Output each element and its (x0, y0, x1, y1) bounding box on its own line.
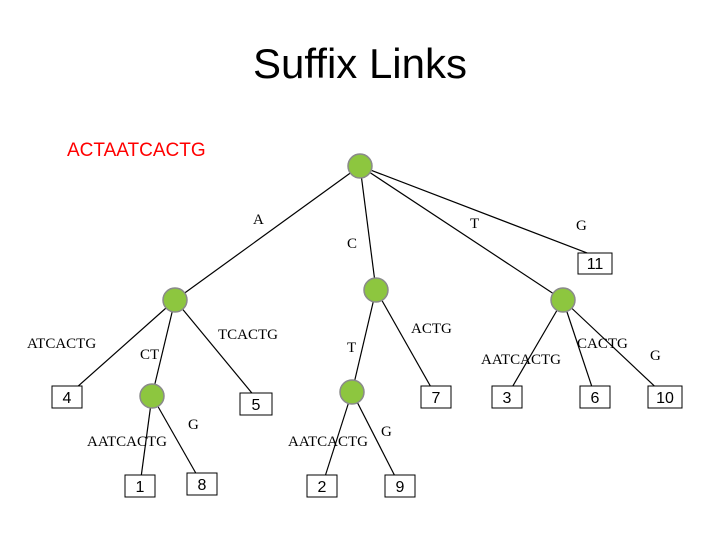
leaf-2-label: 2 (318, 479, 327, 496)
edge-ct-leaf8 (151, 395, 203, 485)
edge-ct-leaf1 (139, 395, 153, 486)
leaf-4: 4 (51, 385, 83, 409)
leaf-1: 1 (124, 474, 156, 498)
edge-c-leaf7 (375, 289, 437, 397)
leaf-8-label: 8 (198, 477, 207, 494)
label-t-leaf3: AATCACTG (481, 352, 561, 368)
root-node (347, 153, 373, 179)
node-c (363, 277, 389, 303)
label-root-t: T (470, 216, 479, 232)
leaf-8: 8 (186, 472, 218, 496)
leaf-6: 6 (579, 385, 611, 409)
leaf-4-label: 4 (63, 390, 72, 407)
leaf-9: 9 (384, 474, 416, 498)
label-root-a: A (253, 212, 264, 228)
input-string: ACTAATCACTG (67, 140, 206, 161)
edge-ct2-leaf2 (321, 391, 353, 487)
leaf-3: 3 (491, 385, 523, 409)
edge-root-g (359, 165, 596, 257)
leaf-6-label: 6 (591, 390, 600, 407)
label-c-t: T (347, 340, 356, 356)
node-ct (139, 383, 165, 409)
label-root-g: G (576, 218, 587, 234)
label-a-leaf4: ATCACTG (27, 336, 96, 352)
tree-edges (66, 165, 666, 487)
leaf-7: 7 (420, 385, 452, 409)
edge-root-t (359, 165, 564, 301)
leaf-9-label: 9 (396, 479, 405, 496)
label-t-leaf10: G (650, 348, 661, 364)
label-ct2-leaf2: AATCACTG (288, 434, 368, 450)
leaf-boxes: 11 4 5 7 3 6 10 1 (51, 252, 683, 498)
node-ct-2 (339, 379, 365, 405)
edge-c-t (351, 289, 377, 393)
slide-title: Suffix Links (253, 40, 467, 87)
leaf-5: 5 (239, 392, 273, 416)
leaf-2: 2 (306, 474, 338, 498)
leaf-10: 10 (647, 385, 683, 409)
tree-nodes (139, 153, 576, 409)
label-t-leaf6: CACTG (577, 336, 628, 352)
edge-root-c (359, 165, 377, 291)
leaf-5-label: 5 (252, 397, 261, 414)
label-ct-leaf1: AATCACTG (87, 434, 167, 450)
label-root-c: C (347, 236, 357, 252)
edge-labels: A C T G ATCACTG CT TCACTG T ACTG AATCACT… (27, 212, 661, 450)
leaf-7-label: 7 (432, 390, 441, 407)
edge-t-leaf6 (562, 299, 596, 397)
node-t (550, 287, 576, 313)
edge-t-leaf3 (506, 299, 564, 397)
edge-a-leaf4 (66, 299, 176, 397)
leaf-3-label: 3 (503, 390, 512, 407)
label-c-leaf7: ACTG (411, 321, 452, 337)
edge-a-ct (151, 299, 176, 397)
label-ct-leaf8: G (188, 417, 199, 433)
leaf-1-label: 1 (136, 479, 145, 496)
edge-root-a (174, 165, 361, 301)
leaf-10-label: 10 (656, 390, 674, 407)
edge-t-leaf10 (562, 299, 666, 397)
label-a-leaf5: TCACTG (218, 327, 278, 343)
edge-ct2-leaf9 (351, 391, 401, 487)
leaf-11-label: 11 (587, 256, 604, 273)
edge-a-leaf5 (174, 299, 257, 399)
label-a-ct: CT (140, 347, 159, 363)
label-ct2-leaf9: G (381, 424, 392, 440)
leaf-11: 11 (577, 252, 613, 275)
node-a (162, 287, 188, 313)
